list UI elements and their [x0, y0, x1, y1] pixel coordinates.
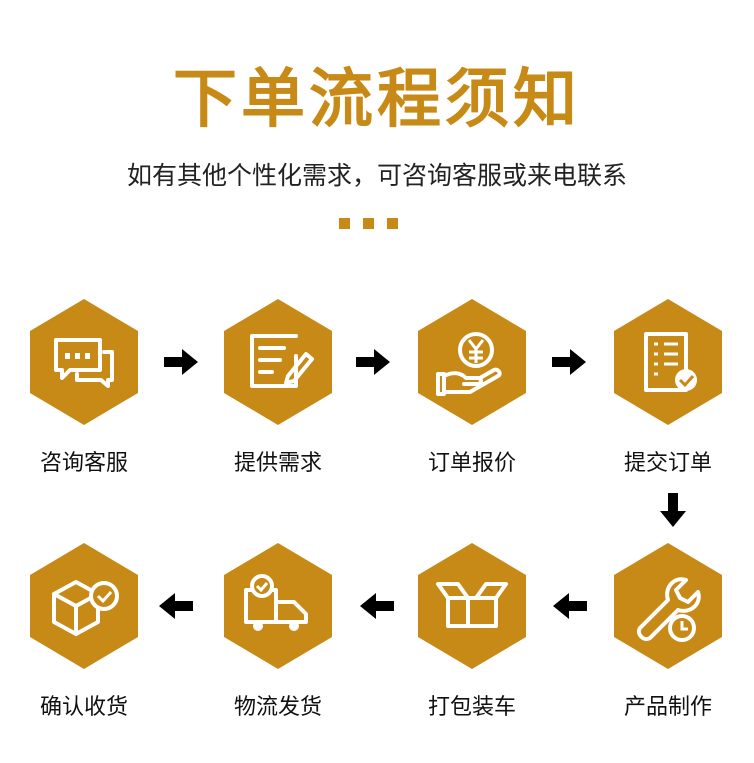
hexagon-badge [614, 543, 722, 669]
hexagon-badge [224, 543, 332, 669]
arrow-right-icon [356, 349, 390, 379]
box-check-icon [52, 580, 119, 636]
delivery-truck-icon [244, 574, 308, 631]
step-1 [24, 299, 144, 425]
hexagon-badge [614, 299, 722, 425]
step-label: 确认收货 [39, 695, 128, 720]
yen-hand-icon [436, 332, 502, 396]
hexagon-badge [30, 543, 138, 669]
arrow-right-icon [164, 349, 198, 379]
page-subtitle: 如有其他个性化需求，可咨询客服或来电联系 [126, 161, 627, 190]
chat-bubbles-icon [54, 338, 114, 388]
page-title: 下单流程须知 [173, 63, 581, 137]
hexagon-badge [30, 299, 138, 425]
step-5 [608, 543, 728, 669]
wrench-clock-icon [637, 577, 701, 642]
step-label: 物流发货 [233, 695, 322, 720]
step-4 [608, 299, 728, 425]
arrow-left-icon [553, 593, 587, 623]
step-label: 订单报价 [427, 451, 516, 476]
arrow-left-icon [360, 593, 394, 623]
hexagon-badge [418, 543, 526, 669]
step-label: 咨询客服 [39, 451, 128, 476]
hexagon-badge [224, 299, 332, 425]
arrow-right-icon [552, 349, 586, 379]
step-label: 提交订单 [623, 451, 712, 476]
step-2 [218, 299, 338, 425]
edit-document-icon [250, 334, 314, 388]
step-3 [412, 299, 532, 425]
step-7 [218, 543, 338, 669]
open-box-icon [436, 582, 508, 628]
checklist-icon [644, 332, 697, 392]
step-label: 打包装车 [427, 695, 516, 720]
step-label: 提供需求 [233, 451, 322, 476]
step-label: 产品制作 [623, 695, 712, 720]
decorative-dots [339, 218, 398, 229]
hexagon-badge [418, 299, 526, 425]
step-8 [24, 543, 144, 669]
arrow-left-icon [159, 593, 193, 623]
step-6 [412, 543, 532, 669]
arrow-down-icon [656, 493, 690, 527]
